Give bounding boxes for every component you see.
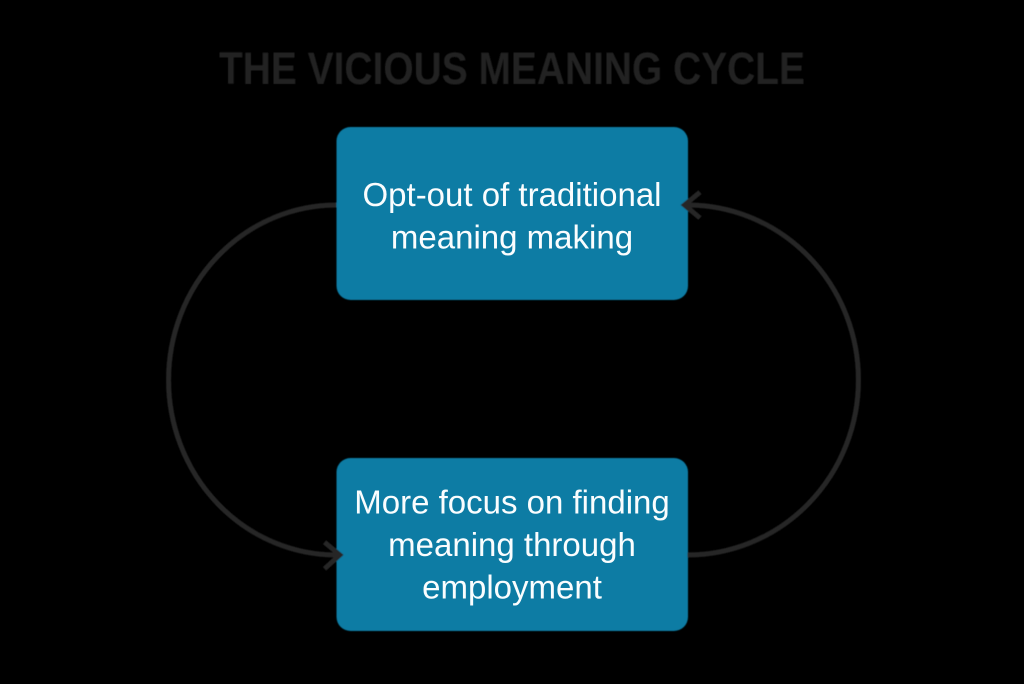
svg-text:employment: employment	[422, 568, 602, 605]
svg-text:meaning making: meaning making	[391, 218, 633, 255]
svg-text:Opt-out of traditional: Opt-out of traditional	[363, 176, 662, 213]
svg-text:meaning through: meaning through	[388, 526, 636, 563]
svg-text:More focus on finding: More focus on finding	[354, 484, 670, 521]
svg-text:THE VICIOUS MEANING CYCLE: THE VICIOUS MEANING CYCLE	[219, 43, 805, 94]
